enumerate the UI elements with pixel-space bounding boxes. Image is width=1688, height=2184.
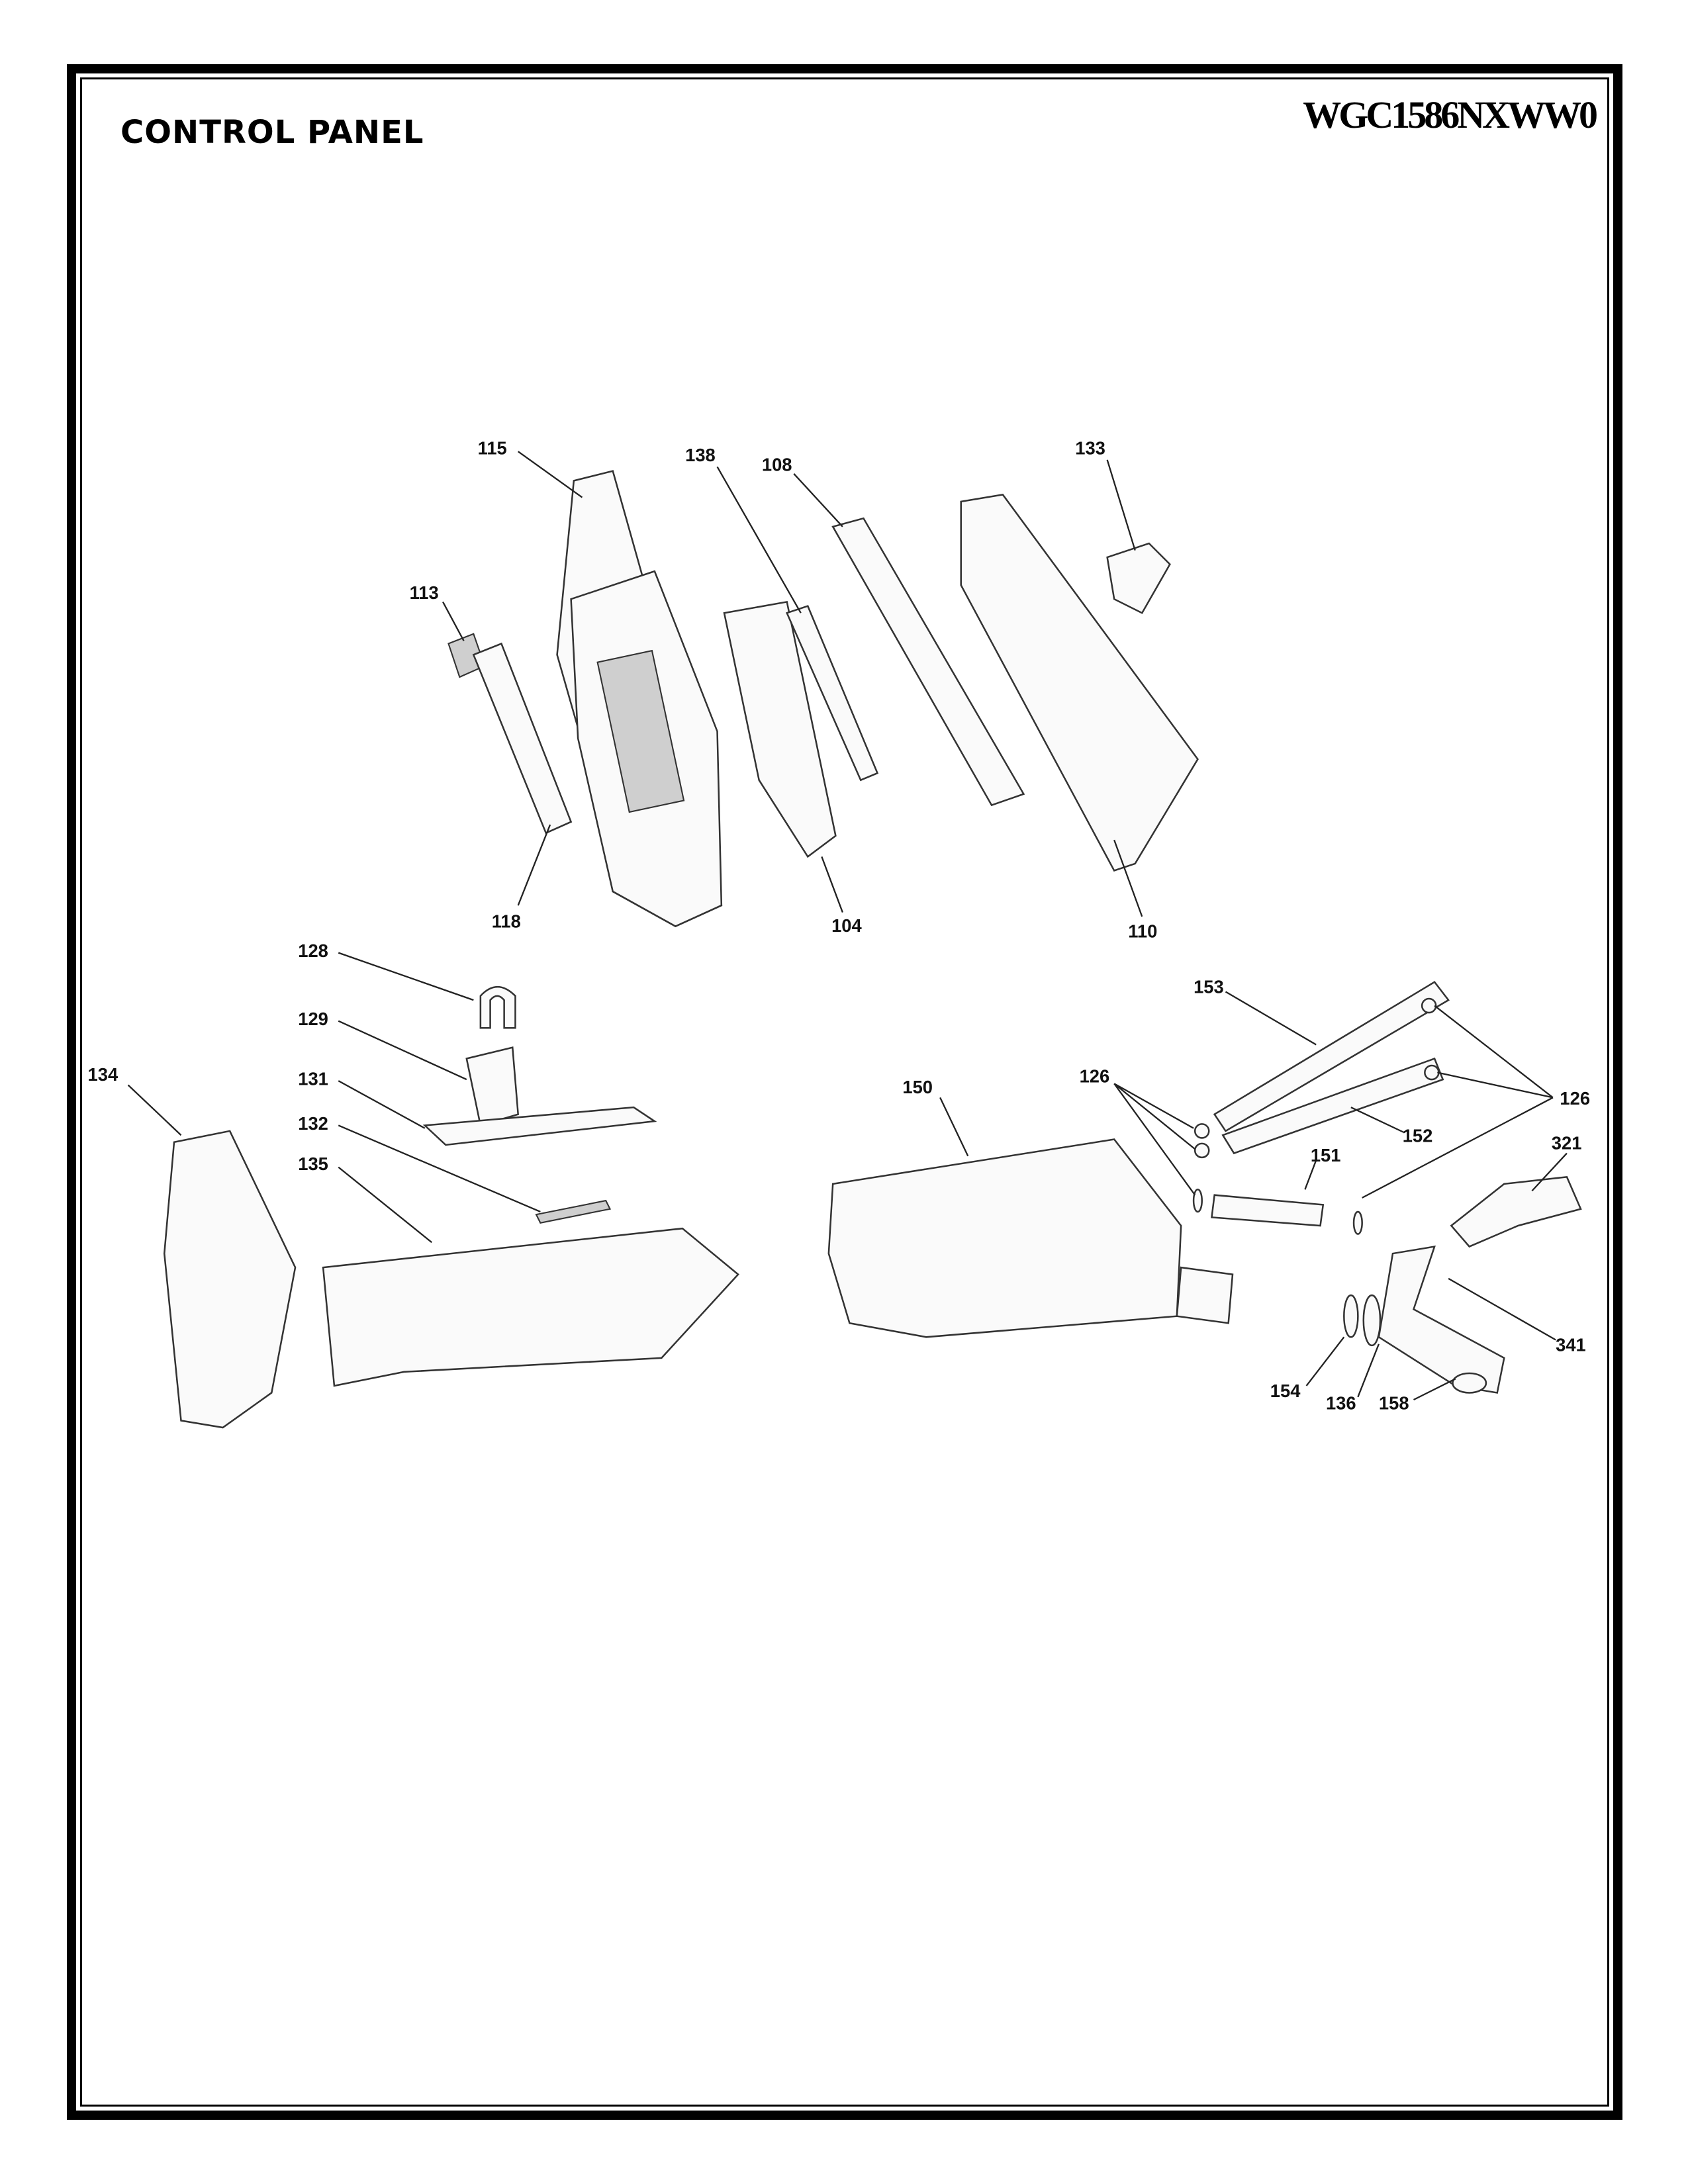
part-128-clip bbox=[479, 986, 516, 1029]
callout-150: 150 bbox=[902, 1077, 933, 1097]
page-border bbox=[67, 64, 1622, 2120]
part-129-siphon bbox=[465, 1046, 520, 1127]
part-110-frame bbox=[960, 494, 1199, 872]
model-number: WGC1586NXWW0 bbox=[1303, 93, 1598, 136]
callout-154: 154 bbox=[1270, 1381, 1301, 1401]
part-151-hose bbox=[1211, 1194, 1325, 1227]
callout-152: 152 bbox=[1403, 1126, 1433, 1146]
callout-128: 128 bbox=[298, 940, 328, 961]
part-135-drawer bbox=[322, 1227, 739, 1387]
callout-131: 131 bbox=[298, 1068, 328, 1089]
part-158-clamp bbox=[1452, 1372, 1487, 1394]
page-border-inner bbox=[80, 77, 1609, 2107]
part-154-ring bbox=[1343, 1294, 1359, 1338]
part-341-bellows-hose bbox=[1378, 1245, 1505, 1394]
part-133-cover bbox=[1106, 542, 1171, 614]
part-115-console bbox=[556, 470, 723, 928]
part-131-cover bbox=[422, 1106, 657, 1146]
part-150-housing bbox=[827, 1138, 1234, 1338]
callout-158: 158 bbox=[1379, 1393, 1409, 1414]
page-title: CONTROL PANEL bbox=[120, 114, 424, 151]
part-138-bracket bbox=[786, 605, 879, 782]
part-134-handle bbox=[163, 1130, 297, 1429]
callout-134: 134 bbox=[88, 1064, 118, 1085]
callout-108: 108 bbox=[762, 455, 792, 475]
part-321-hose-elbow bbox=[1450, 1175, 1582, 1248]
callout-132: 132 bbox=[298, 1113, 328, 1134]
callout-115: 115 bbox=[478, 437, 507, 458]
part-132-pipe bbox=[535, 1199, 612, 1224]
callout-118: 118 bbox=[492, 911, 521, 932]
callout-113: 113 bbox=[410, 582, 439, 603]
callout-341: 341 bbox=[1556, 1334, 1586, 1355]
callout-135: 135 bbox=[298, 1154, 328, 1174]
callout-151: 151 bbox=[1311, 1145, 1341, 1165]
callout-138: 138 bbox=[685, 445, 716, 465]
part-136-gasket bbox=[1362, 1294, 1382, 1347]
callout-136: 136 bbox=[1326, 1393, 1356, 1414]
callout-153: 153 bbox=[1194, 977, 1224, 997]
callout-321: 321 bbox=[1552, 1132, 1582, 1153]
part-104-control-board bbox=[723, 600, 837, 858]
callout-126-left: 126 bbox=[1080, 1066, 1110, 1086]
leader-lines bbox=[127, 451, 1568, 1401]
callout-133: 133 bbox=[1075, 437, 1105, 458]
part-118-overlay bbox=[472, 642, 573, 835]
callout-110: 110 bbox=[1128, 921, 1157, 941]
part-108-rail bbox=[831, 517, 1025, 807]
part-153-hose bbox=[1213, 981, 1450, 1132]
part-152-hose bbox=[1221, 1057, 1444, 1155]
callout-104: 104 bbox=[831, 915, 862, 936]
part-126-clamps bbox=[1192, 997, 1440, 1235]
callout-126-right: 126 bbox=[1560, 1088, 1590, 1109]
callout-129: 129 bbox=[298, 1009, 328, 1029]
